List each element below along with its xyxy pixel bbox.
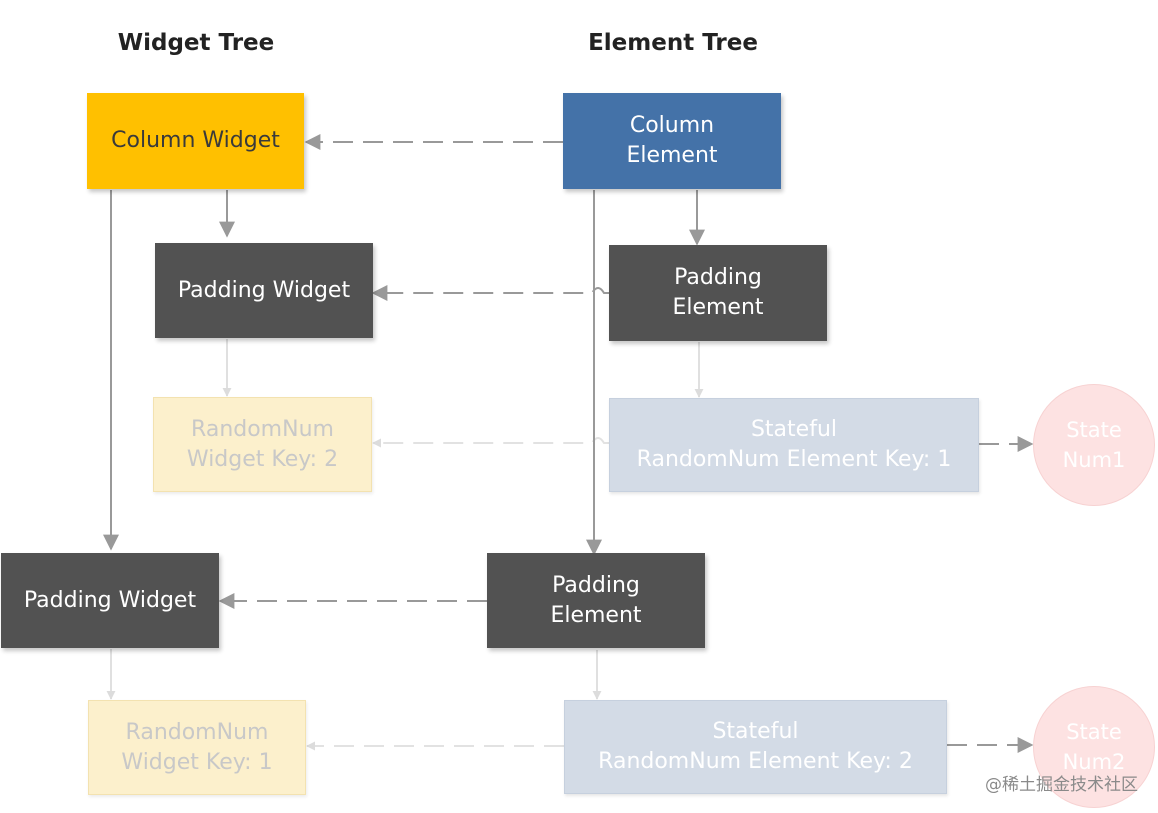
state-node-2: State Num2 xyxy=(1033,686,1155,808)
stateful-element-label-1: Stateful RandomNum Element Key: 1 xyxy=(636,417,952,472)
column-element-label: Column Element xyxy=(626,113,718,168)
element-tree-title: Element Tree xyxy=(588,30,758,56)
padding-widget-label-1: Padding Widget xyxy=(177,277,351,303)
padding-widget-label-2: Padding Widget xyxy=(23,587,197,613)
padding-element-node-2: Padding Element xyxy=(487,553,705,648)
column-widget-label: Column Widget xyxy=(111,128,280,153)
state-label-1: State Num1 xyxy=(1062,418,1126,472)
padding-widget-node-1: Padding Widget xyxy=(155,243,373,338)
column-widget-node: Column Widget xyxy=(87,93,304,189)
padding-element-label-2: Padding Element xyxy=(550,572,642,628)
random-widget-label-2: RandomNum Widget Key: 1 xyxy=(121,719,273,775)
widget-tree-title: Widget Tree xyxy=(117,30,275,56)
state-node-1: State Num1 xyxy=(1033,384,1155,506)
padding-element-label-1: Padding Element xyxy=(672,265,764,320)
stateful-element-node-2: Stateful RandomNum Element Key: 2 xyxy=(564,700,947,794)
column-element-node: Column Element xyxy=(563,93,781,189)
ref-link-padding-1 xyxy=(371,285,609,301)
ref-link-random-1 xyxy=(372,437,609,448)
random-widget-node-2: RandomNum Widget Key: 1 xyxy=(88,700,306,795)
random-widget-label-1: RandomNum Widget Key: 2 xyxy=(186,416,339,472)
random-widget-node-1: RandomNum Widget Key: 2 xyxy=(153,397,372,492)
stateful-element-node-1: Stateful RandomNum Element Key: 1 xyxy=(609,398,979,492)
stateful-element-label-2: Stateful RandomNum Element Key: 2 xyxy=(598,719,913,774)
padding-element-node-1: Padding Element xyxy=(609,245,827,341)
watermark-text: @稀土掘金技术社区 xyxy=(985,775,1138,795)
state-label-2: State Num2 xyxy=(1062,720,1126,774)
padding-widget-node-2: Padding Widget xyxy=(1,553,219,648)
